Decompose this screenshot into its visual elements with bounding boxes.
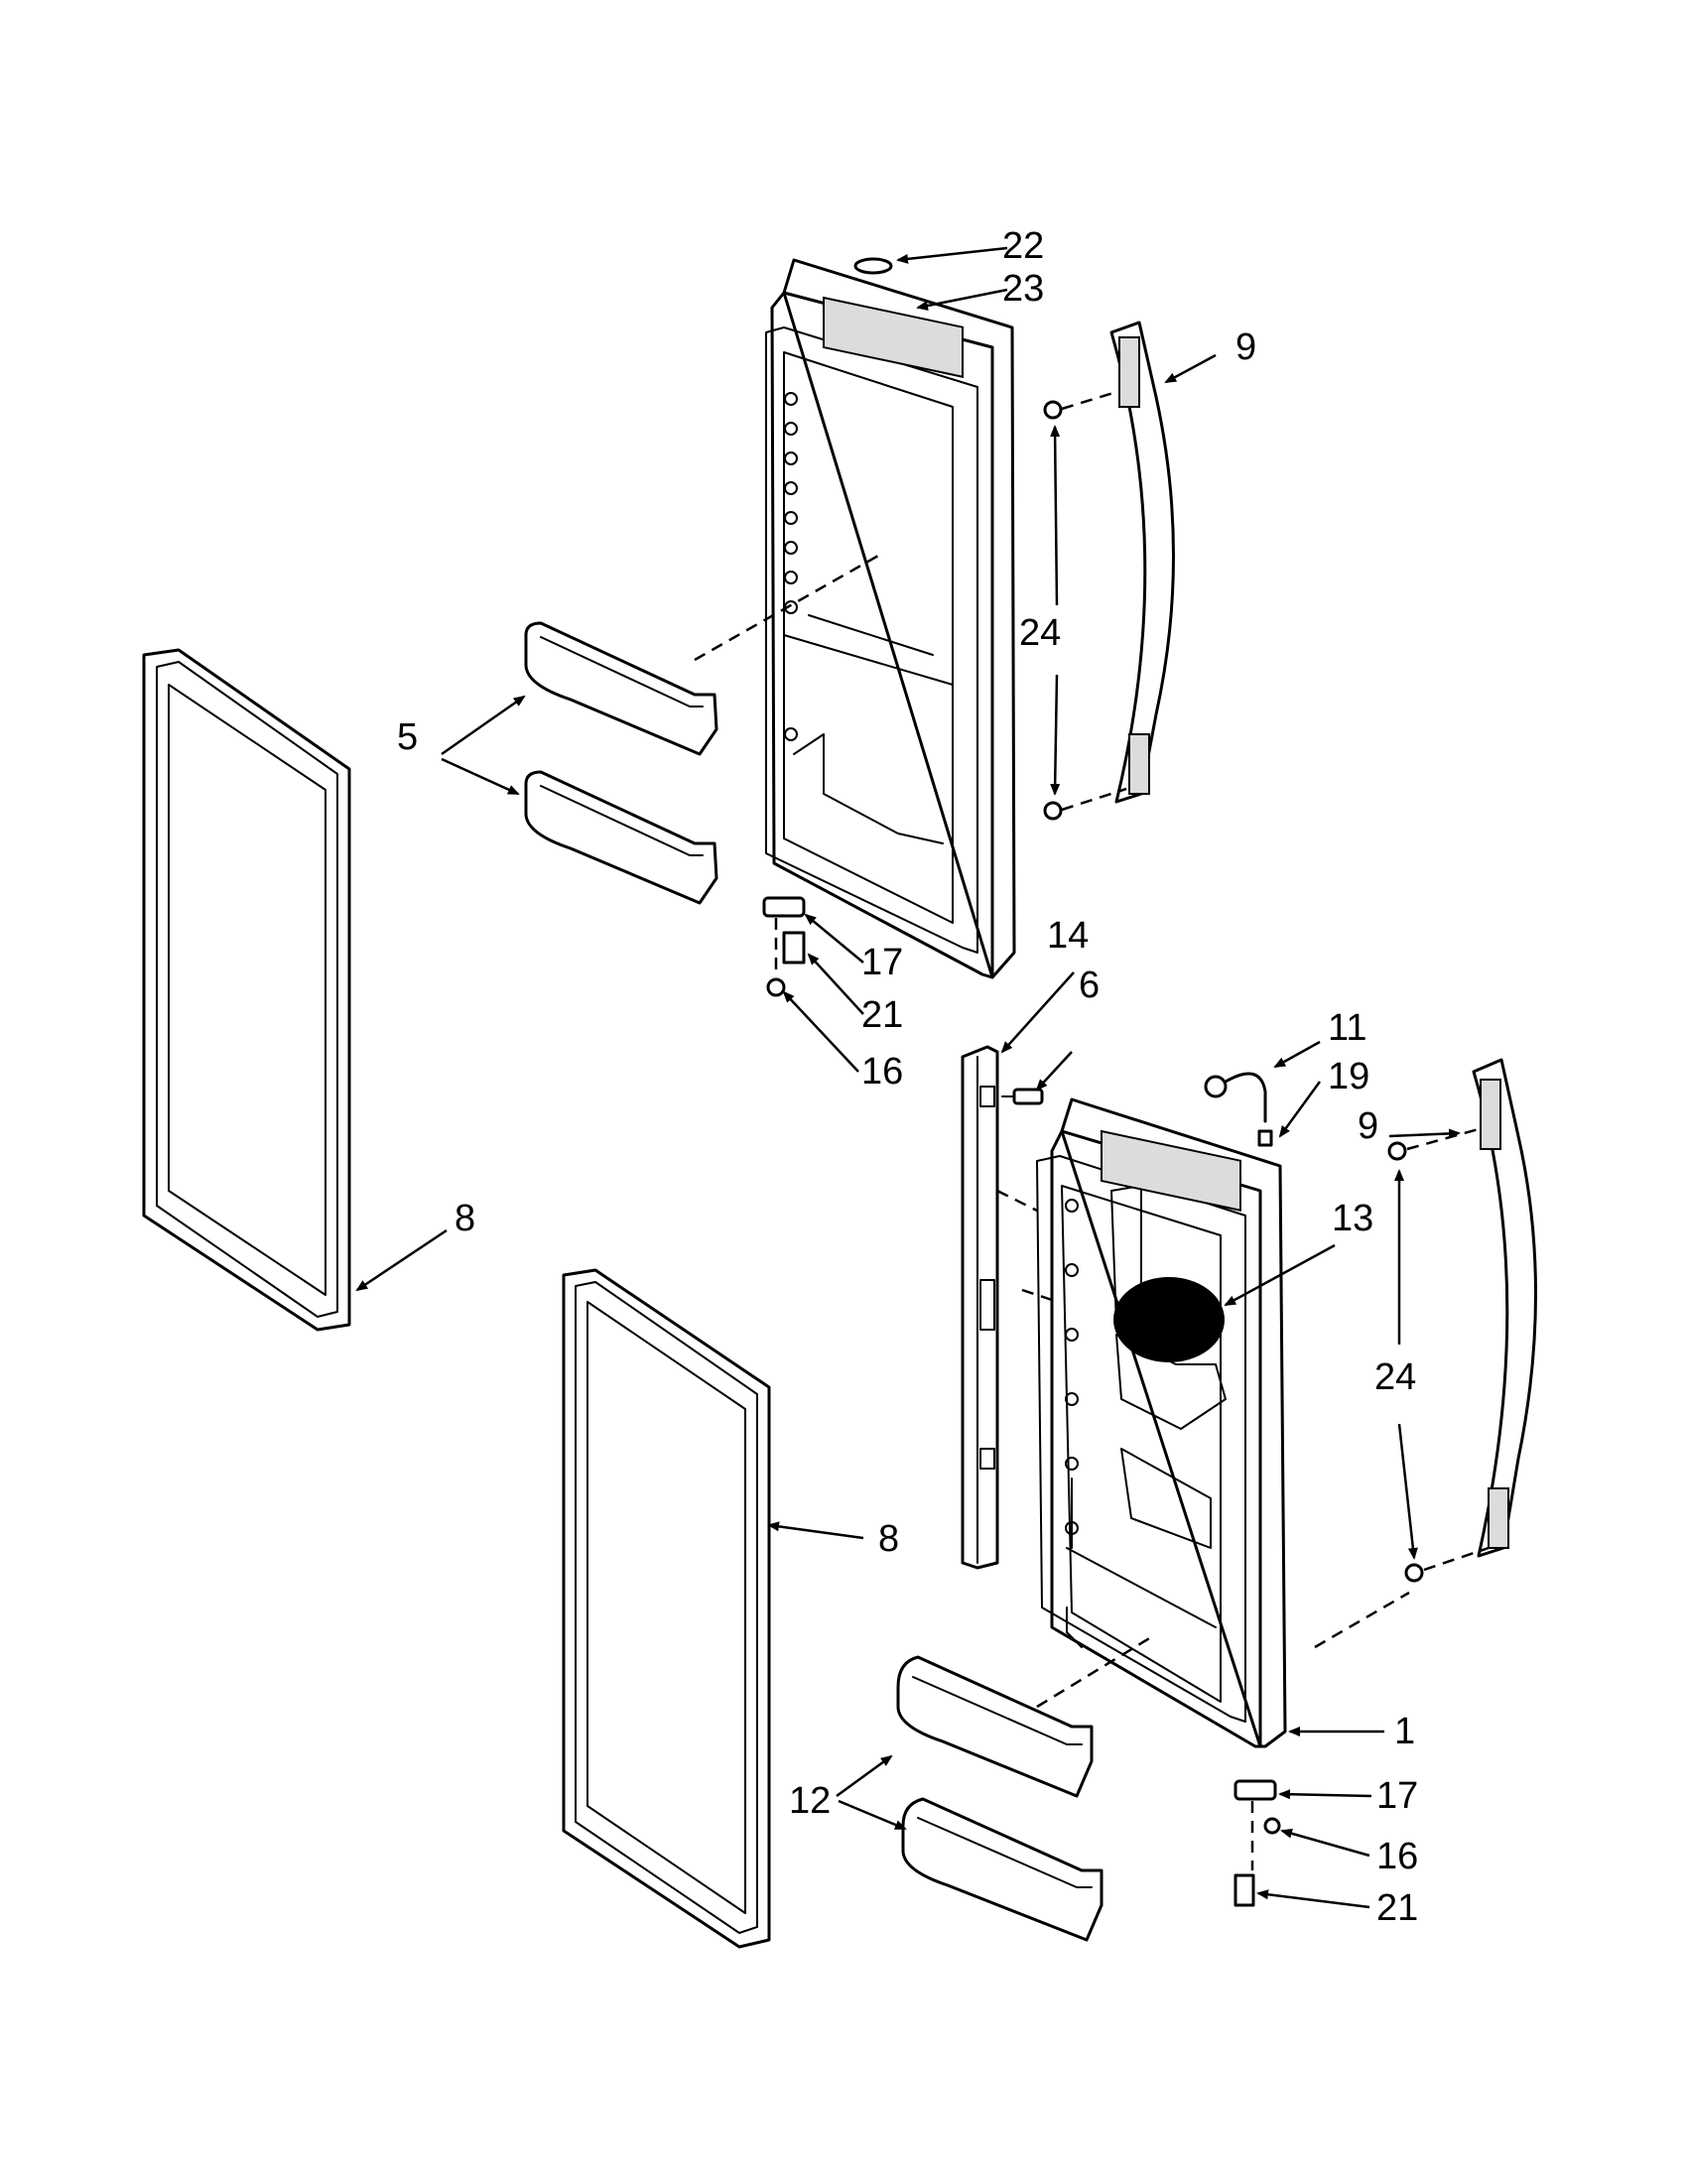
callout-5: 5 bbox=[397, 716, 418, 758]
leader-lines bbox=[355, 246, 1461, 1909]
screw-6 bbox=[1001, 1088, 1044, 1105]
door-bin-lower bbox=[524, 770, 718, 905]
callout-21-upper: 21 bbox=[861, 994, 903, 1036]
callout-24-upper: 24 bbox=[1019, 612, 1061, 654]
hinge-hardware-lower bbox=[1234, 1779, 1281, 1907]
callout-24-lower: 24 bbox=[1374, 1356, 1416, 1398]
callout-21-lower: 21 bbox=[1376, 1887, 1418, 1929]
callout-9-upper: 9 bbox=[1235, 326, 1256, 368]
door-bin-12-upper bbox=[896, 1655, 1094, 1798]
callout-17-lower: 17 bbox=[1376, 1775, 1418, 1817]
cap-part-22 bbox=[853, 257, 893, 275]
door-gasket-right bbox=[562, 1268, 771, 1949]
door-bin-12-lower bbox=[901, 1797, 1104, 1942]
shelf-support-dots bbox=[784, 392, 798, 741]
callout-6: 6 bbox=[1079, 964, 1100, 1006]
callout-9-lower: 9 bbox=[1358, 1105, 1378, 1147]
refrigerator-door-left bbox=[694, 258, 1016, 979]
callout-1: 1 bbox=[1394, 1711, 1415, 1752]
callout-16-upper: 16 bbox=[861, 1051, 903, 1092]
door-bin-upper bbox=[524, 621, 718, 756]
callout-13: 13 bbox=[1332, 1198, 1373, 1239]
callout-14: 14 bbox=[1047, 915, 1089, 957]
callout-8-lower: 8 bbox=[878, 1518, 899, 1560]
callout-17-upper: 17 bbox=[861, 942, 903, 983]
water-tube-11 bbox=[1204, 1072, 1273, 1147]
door-handle-upper bbox=[1043, 321, 1175, 821]
door-gasket-left bbox=[142, 648, 351, 1332]
callout-12: 12 bbox=[789, 1780, 831, 1822]
door-handle-lower bbox=[1314, 1058, 1537, 1649]
callout-19: 19 bbox=[1328, 1056, 1369, 1097]
callout-11: 11 bbox=[1328, 1007, 1366, 1049]
trim-strip bbox=[961, 1045, 999, 1570]
refrigerator-door-right bbox=[1036, 1097, 1287, 1748]
callout-22: 22 bbox=[1002, 225, 1044, 267]
dispenser-part-13 bbox=[1113, 1277, 1225, 1362]
callout-16-lower: 16 bbox=[1376, 1836, 1418, 1877]
hinge-hardware-upper bbox=[762, 896, 806, 997]
callout-8-upper: 8 bbox=[454, 1198, 475, 1239]
callout-23: 23 bbox=[1002, 268, 1044, 310]
